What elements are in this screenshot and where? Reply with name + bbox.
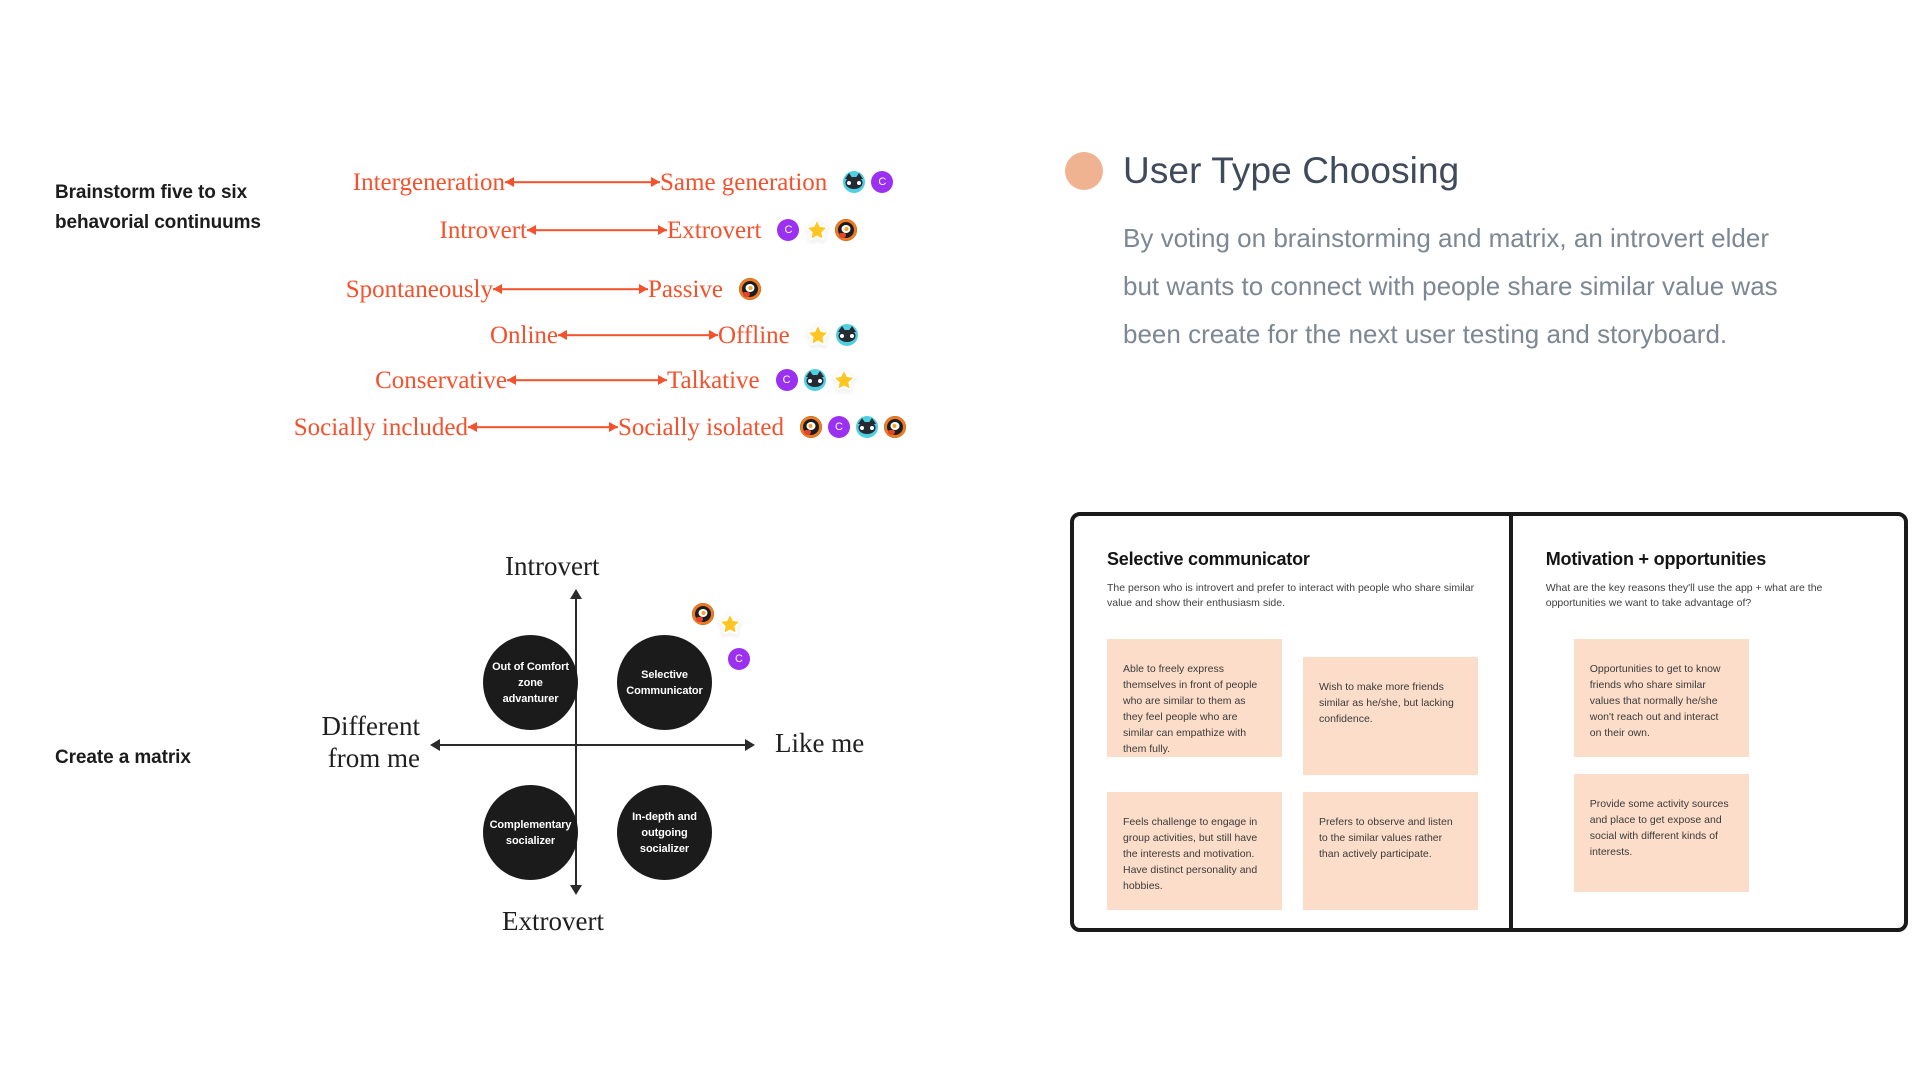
double-arrow-icon [505, 174, 660, 190]
matrix-vertical-axis [575, 597, 577, 887]
notes-row-1-col-2: Opportunities to get to know friends who… [1546, 639, 1874, 757]
matrix-vote-c-avatar[interactable]: C [728, 648, 750, 670]
avatar-egg-icon[interactable] [883, 416, 906, 438]
persona-panel: Selective communicator The person who is… [1070, 512, 1908, 932]
continuum-votes: C [799, 416, 906, 438]
continuum-votes: C [843, 171, 894, 193]
matrix-bubble-complementary-socializer[interactable]: Complementary socializer [483, 785, 578, 880]
star-icon[interactable] [805, 218, 829, 242]
avatar-c-icon[interactable]: C [871, 171, 894, 193]
continuum-right-label: Passive [648, 275, 723, 303]
avatar-cat-icon[interactable] [803, 369, 826, 391]
star-icon[interactable] [832, 368, 856, 392]
continuum-right-label: Offline [718, 321, 790, 349]
continuum-row: Conservative Talkative C [332, 363, 856, 397]
double-arrow-icon [507, 372, 667, 388]
arrow-right-icon [745, 739, 755, 751]
avatar-egg-icon[interactable] [835, 219, 858, 241]
sticky-note[interactable]: Opportunities to get to know friends who… [1573, 639, 1749, 757]
header-description: By voting on brainstorming and matrix, a… [1123, 223, 1778, 349]
panel-title-motivation-opportunities: Motivation + opportunities [1545, 549, 1767, 569]
avatar-cat-icon[interactable] [835, 324, 858, 346]
avatar-egg-icon[interactable] [692, 603, 714, 625]
continuum-left-label: Socially included [293, 413, 468, 441]
panel-subtitle-motivation-opportunities: What are the key reasons they'll use the… [1545, 582, 1823, 609]
continuum-row: Socially included Socially isolated C [278, 410, 906, 444]
notes-row-2-col-2: Provide some activity sources and place … [1546, 774, 1874, 892]
star-icon[interactable] [718, 612, 742, 636]
matrix-section-label: Create a matrix [55, 747, 191, 768]
user-type-header: User Type Choosing By voting on brainsto… [1065, 150, 1805, 358]
continuum-left-label: Intergeneration [352, 168, 505, 196]
brainstorm-section-label: Brainstorm five to six behavorial contin… [55, 182, 261, 233]
double-arrow-icon [468, 419, 618, 435]
sticky-note[interactable]: Provide some activity sources and place … [1573, 774, 1749, 892]
behavioral-matrix: Introvert Extrovert Different from me Li… [322, 551, 940, 955]
avatar-egg-icon[interactable] [799, 416, 822, 438]
continuum-right-label: Extrovert [667, 216, 762, 244]
avatar-c-icon[interactable]: C [728, 648, 750, 670]
matrix-axis-label-bottom: Extrovert [502, 906, 604, 936]
continuum-right-label: Socially isolated [618, 413, 784, 441]
matrix-vote-egg-avatar[interactable] [692, 603, 714, 625]
continuum-left-label: Introvert [439, 216, 527, 244]
continuum-right-label: Same generation [660, 168, 828, 196]
arrow-down-icon [570, 885, 582, 895]
continuum-votes: C [777, 218, 858, 242]
matrix-vote-star-icon[interactable] [718, 612, 742, 641]
continuum-row: Introvert Extrovert C [352, 213, 858, 247]
panel-title-selective-communicator: Selective communicator [1107, 549, 1310, 569]
double-arrow-icon [558, 327, 718, 343]
matrix-axis-label-top: Introvert [505, 551, 600, 581]
double-arrow-icon [493, 281, 648, 297]
continuum-votes: C [775, 368, 856, 392]
continuum-votes [739, 278, 761, 300]
sticky-note[interactable]: Feels challenge to engage in group activ… [1107, 792, 1282, 910]
continuum-left-label: Online [489, 321, 558, 349]
sticky-note[interactable]: Wish to make more friends similar as he/… [1303, 657, 1478, 775]
sticky-note[interactable]: Prefers to observe and listen to the sim… [1303, 792, 1478, 910]
arrow-left-icon [430, 739, 440, 751]
avatar-egg-icon[interactable] [739, 278, 761, 300]
avatar-c-icon[interactable]: C [777, 219, 800, 241]
continuum-row: Intergeneration Same generation C [330, 165, 894, 199]
matrix-bubble-in-depth-outgoing-socializer[interactable]: In-depth and outgoing socializer [617, 785, 712, 880]
continuum-left-label: Spontaneously [345, 275, 493, 303]
notes-row-1-col-1: Able to freely express themselves in fro… [1107, 639, 1479, 775]
continuum-row: Spontaneously Passive [318, 272, 761, 306]
matrix-axis-label-right: Like me [775, 728, 865, 758]
peach-dot-icon [1065, 152, 1103, 190]
avatar-c-icon[interactable]: C [827, 416, 850, 438]
matrix-bubble-selective-communicator[interactable]: Selective Communicator [617, 635, 712, 730]
panel-column-motivation-opportunities: Motivation + opportunities What are the … [1513, 516, 1904, 928]
star-icon[interactable] [806, 323, 830, 347]
panel-subtitle-selective-communicator: The person who is introvert and prefer t… [1107, 582, 1475, 609]
continuum-left-label: Conservative [375, 366, 507, 394]
sticky-note[interactable]: Able to freely express themselves in fro… [1107, 639, 1282, 757]
page-title: User Type Choosing [1123, 150, 1460, 191]
double-arrow-icon [527, 222, 667, 238]
continuum-right-label: Talkative [667, 366, 760, 394]
panel-column-selective-communicator: Selective communicator The person who is… [1074, 516, 1513, 928]
notes-row-2-col-1: Feels challenge to engage in group activ… [1107, 792, 1479, 910]
arrow-up-icon [570, 589, 582, 599]
avatar-c-icon[interactable]: C [775, 369, 798, 391]
avatar-cat-icon[interactable] [855, 416, 878, 438]
matrix-horizontal-axis [438, 744, 748, 746]
matrix-axis-label-left: Different from me [321, 711, 420, 773]
avatar-cat-icon[interactable] [843, 171, 866, 193]
continuum-row: Online Offline [383, 318, 858, 352]
continuum-votes [806, 323, 858, 347]
matrix-bubble-out-of-comfort-zone[interactable]: Out of Comfort zone advanturer [483, 635, 578, 730]
header-title-row: User Type Choosing [1065, 150, 1805, 192]
